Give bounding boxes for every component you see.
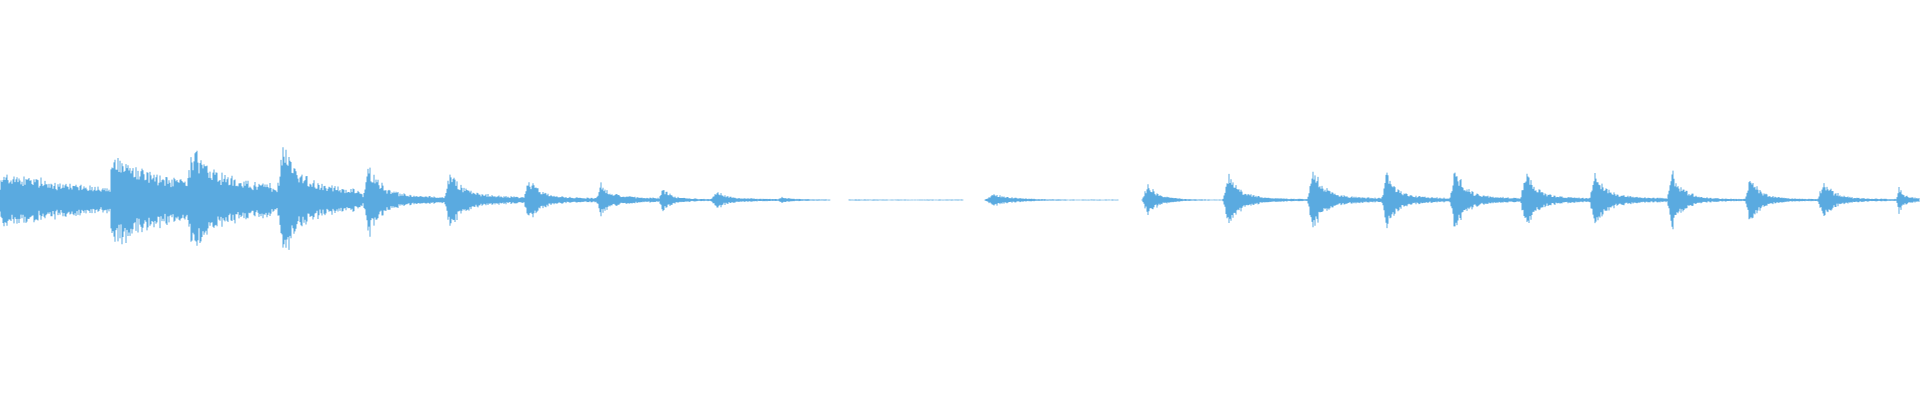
waveform-path xyxy=(984,194,1119,206)
waveform-segment xyxy=(110,158,188,245)
waveform-segment xyxy=(658,190,712,212)
waveform-path xyxy=(1381,172,1450,229)
waveform-segment xyxy=(1817,183,1897,216)
waveform-segment xyxy=(596,182,659,217)
waveform-path xyxy=(1666,170,1745,230)
waveform-path xyxy=(362,167,445,237)
waveform-path xyxy=(110,158,188,245)
waveform-segment xyxy=(523,182,597,218)
waveform-path xyxy=(1449,172,1521,227)
waveform-segment xyxy=(1896,187,1920,214)
waveform-path xyxy=(596,182,659,217)
waveform-path xyxy=(1222,173,1308,223)
waveform-segment xyxy=(1222,173,1308,223)
waveform-segment xyxy=(444,174,524,226)
waveform-path xyxy=(277,147,363,250)
waveform-path xyxy=(1520,173,1590,223)
waveform-path xyxy=(1141,184,1223,215)
waveform-segment xyxy=(1381,172,1450,229)
waveform-path xyxy=(658,190,712,212)
waveform-segment xyxy=(0,174,111,227)
waveform-segment xyxy=(277,147,363,250)
waveform-segment xyxy=(1744,181,1818,220)
waveform-segment xyxy=(1141,184,1223,215)
waveform-path xyxy=(1896,187,1920,214)
waveform-path xyxy=(1817,183,1897,216)
waveform-segment xyxy=(1449,172,1521,227)
waveform-segment xyxy=(777,196,831,203)
waveform-segment xyxy=(1666,170,1745,230)
waveform-segment xyxy=(1520,173,1590,223)
waveform-segment xyxy=(1589,173,1667,224)
waveform-path xyxy=(777,196,831,203)
waveform-segment xyxy=(848,199,964,201)
waveform-path xyxy=(187,150,278,246)
waveform-path xyxy=(711,192,778,208)
waveform-segment xyxy=(984,194,1119,206)
waveform-segment xyxy=(711,192,778,208)
waveform-path xyxy=(1744,181,1818,220)
waveform-segment xyxy=(1307,171,1382,228)
waveform-segment xyxy=(187,150,278,246)
waveform-path xyxy=(1589,173,1667,224)
waveform-path xyxy=(523,182,597,218)
waveform-path xyxy=(0,174,111,227)
waveform-path xyxy=(848,199,964,201)
waveform-path xyxy=(444,174,524,226)
waveform-path xyxy=(1307,171,1382,228)
waveform-segment xyxy=(362,167,445,237)
